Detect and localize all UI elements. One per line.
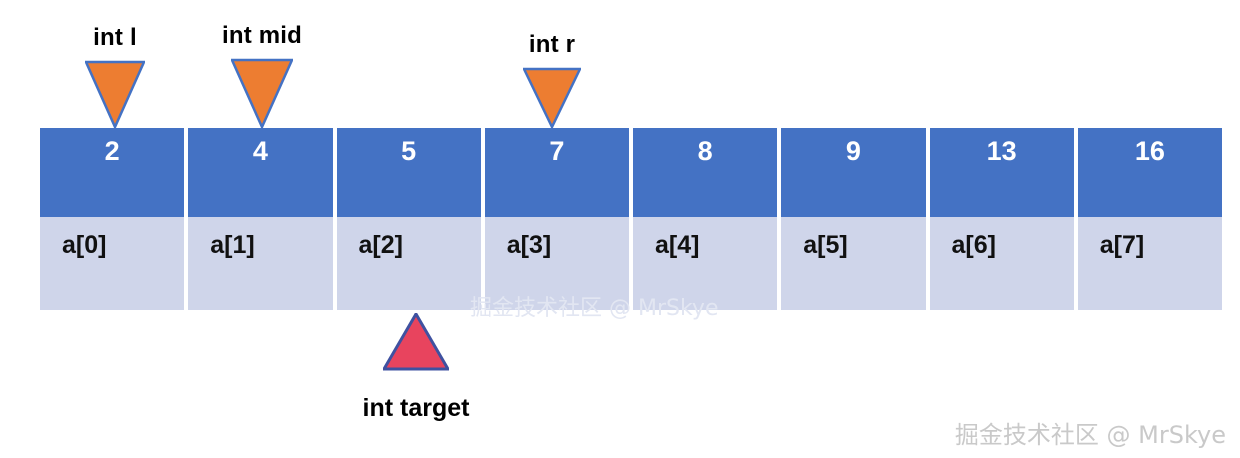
array-cell-value: 13	[929, 128, 1074, 217]
array-cell-value: 8	[633, 128, 778, 217]
array-cell-index: a[3]	[484, 217, 629, 310]
watermark-center: 掘金技术社区 @ MrSkye	[470, 296, 719, 321]
array-cell-index: a[5]	[781, 217, 926, 310]
array-cell-index: a[4]	[633, 217, 778, 310]
pointer-label-int-l: int l	[93, 24, 137, 51]
array-cell-index: a[0]	[40, 217, 185, 310]
array-cell-value: 9	[781, 128, 926, 217]
pointer-label-int-r: int r	[528, 31, 576, 58]
array-cell-value: 4	[188, 128, 333, 217]
array-cell-value: 2	[40, 128, 185, 217]
watermark-corner: 掘金技术社区 @ MrSkye	[954, 421, 1226, 449]
pointer-triangle-down-icon	[231, 58, 293, 128]
array-cell-value: 7	[484, 128, 629, 217]
target-label: int target	[362, 394, 470, 422]
pointer-triangle-down-icon	[85, 60, 145, 128]
target-triangle-up-icon	[383, 313, 449, 371]
array-cell-index: a[1]	[188, 217, 333, 310]
array-cell-index: a[6]	[929, 217, 1074, 310]
array-cell-index: a[7]	[1077, 217, 1222, 310]
array-indices-row: a[0]a[1]a[2]a[3]a[4]a[5]a[6]a[7]	[40, 217, 1222, 310]
array-cell-value: 5	[336, 128, 481, 217]
array-cell-value: 16	[1077, 128, 1222, 217]
pointer-label-int-mid: int mid	[221, 22, 303, 49]
pointer-triangle-down-icon	[523, 67, 581, 128]
array-cell-index: a[2]	[336, 217, 481, 310]
